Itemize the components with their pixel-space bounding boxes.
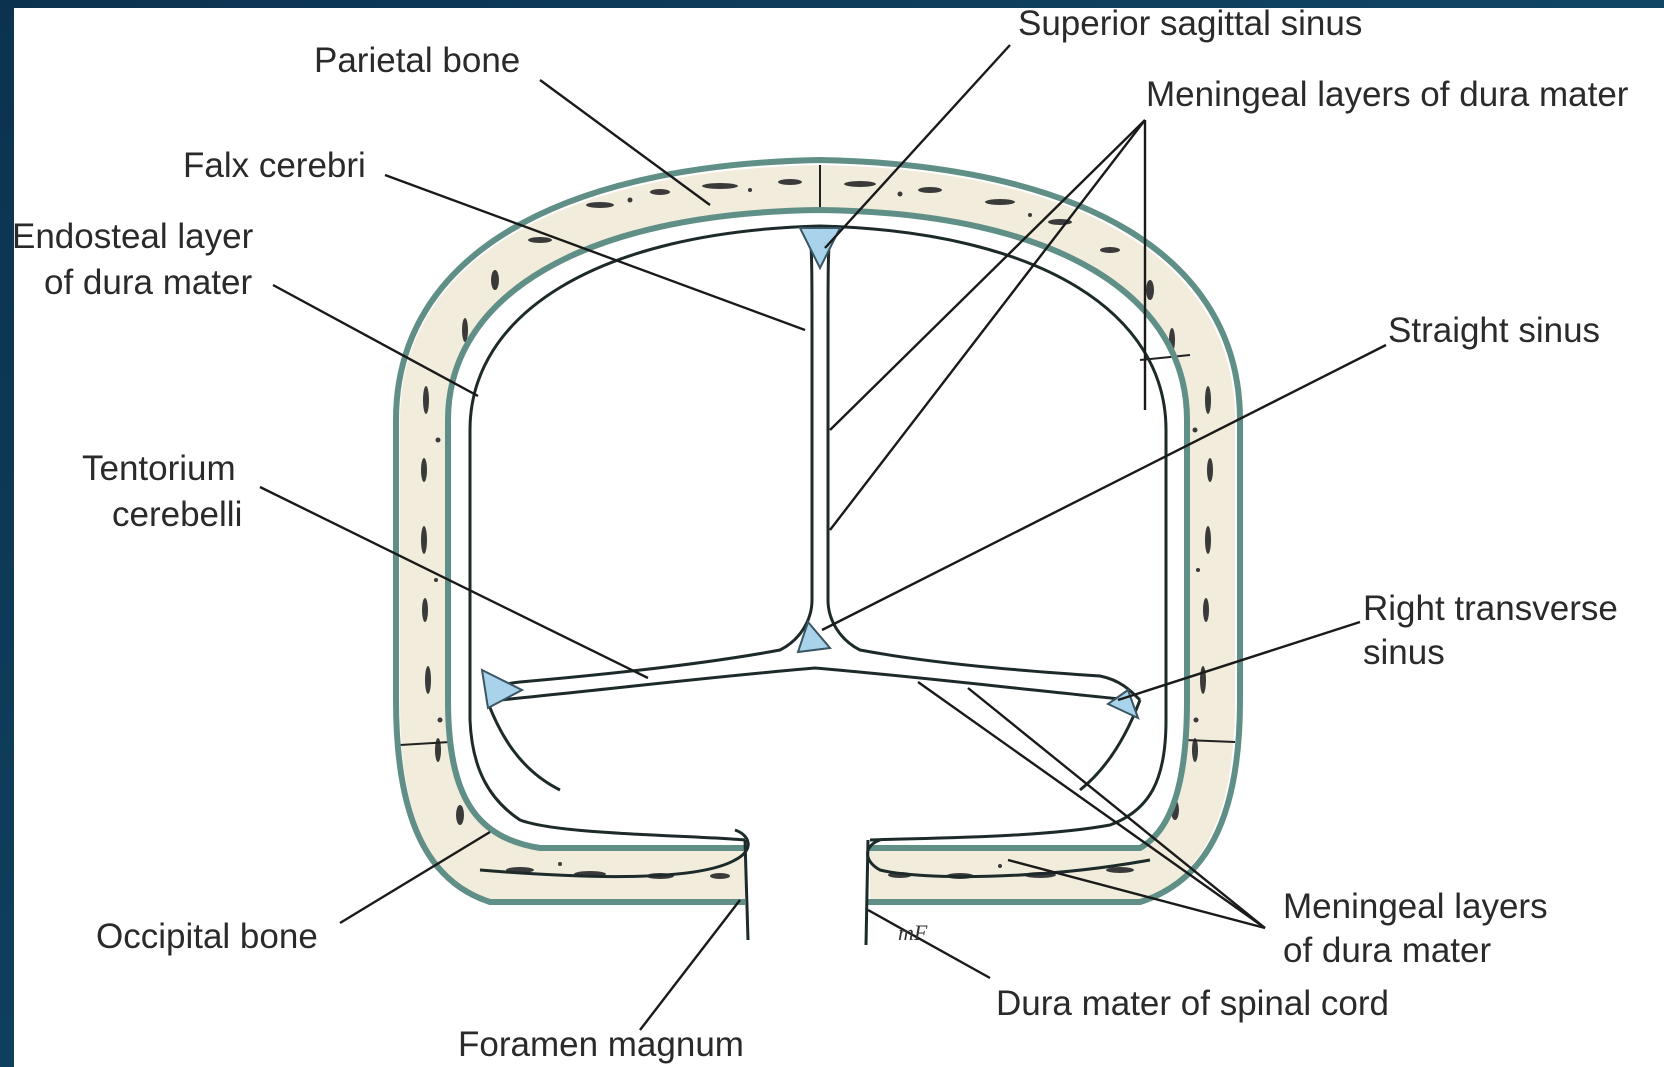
label-dura-spinal-cord: Dura mater of spinal cord [996, 984, 1389, 1023]
label-tentorium-line1: Tentorium [82, 449, 236, 488]
label-meningeal-bottom-line1: Meningeal layers [1283, 887, 1548, 926]
label-right-transverse-line1: Right transverse [1363, 589, 1618, 628]
label-meningeal-bottom-line2: of dura mater [1283, 931, 1491, 970]
label-falx-cerebri: Falx cerebri [183, 146, 366, 185]
label-meningeal-layers-top: Meningeal layers of dura mater [1146, 75, 1629, 114]
label-endosteal-line1: Endosteal layer [12, 217, 254, 256]
dural-folds [487, 232, 1140, 790]
left-transverse-sinus-shape [482, 670, 522, 708]
label-straight-sinus: Straight sinus [1388, 311, 1600, 350]
label-right-transverse-line2: sinus [1363, 633, 1445, 672]
label-foramen-magnum: Foramen magnum [458, 1025, 744, 1064]
label-superior-sagittal-sinus: Superior sagittal sinus [1018, 4, 1362, 43]
label-parietal-bone: Parietal bone [314, 41, 520, 80]
artist-signature: mF [898, 920, 928, 945]
label-endosteal-line2: of dura mater [44, 263, 252, 302]
straight-sinus-shape [798, 622, 830, 652]
bone-texture [421, 179, 1213, 879]
skull-bone [400, 165, 1235, 900]
label-occipital-bone: Occipital bone [96, 917, 318, 956]
label-tentorium-line2: cerebelli [112, 495, 242, 534]
meningeal-dura-lining [470, 226, 1166, 840]
superior-sagittal-sinus-shape [800, 228, 840, 268]
inner-endosteal-outline [448, 210, 1187, 848]
